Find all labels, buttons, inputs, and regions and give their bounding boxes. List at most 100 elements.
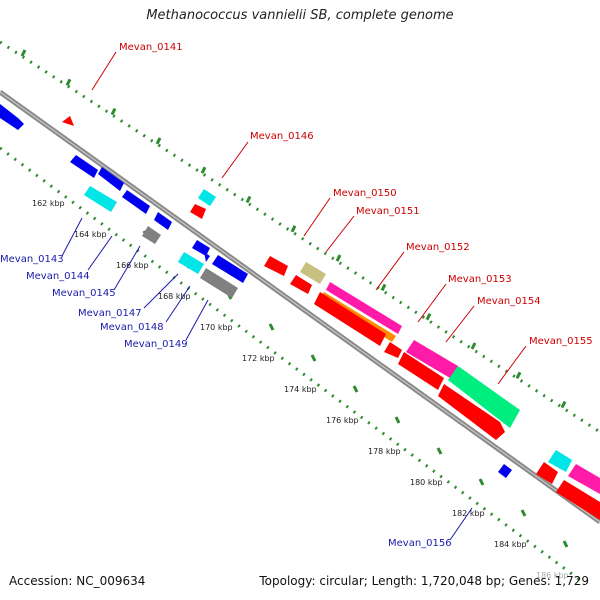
gene-arrow-right[interactable] xyxy=(556,480,600,520)
gene-label-mevan-0153[interactable]: Mevan_0153 xyxy=(448,274,512,285)
leader-mevan-0152 xyxy=(375,251,405,291)
gene-label-mevan-0155[interactable]: Mevan_0155 xyxy=(529,336,593,347)
leader-mevan-0144 xyxy=(87,235,113,271)
gene-label-mevan-0154[interactable]: Mevan_0154 xyxy=(477,296,541,307)
outer-ruler-tick xyxy=(380,283,387,292)
genome-backbone xyxy=(0,89,600,525)
ruler-tick-label: 174 kbp xyxy=(284,385,317,394)
outer-ruler-tick xyxy=(290,225,297,233)
gene-label-mevan-0148[interactable]: Mevan_0148 xyxy=(100,322,164,333)
leader-mevan-0156 xyxy=(449,507,473,541)
outer-ruler-tick xyxy=(470,342,477,350)
gene-label-mevan-0146[interactable]: Mevan_0146 xyxy=(250,131,314,142)
gene-box-cyan-mevan-0146[interactable] xyxy=(198,189,216,206)
gene-arrow-mevan-0150[interactable] xyxy=(264,256,288,276)
ruler-tick xyxy=(268,323,275,331)
leader-mevan-0154 xyxy=(445,305,475,343)
outer-ruler-tick xyxy=(65,78,72,86)
ruler-tick-label: 176 kbp xyxy=(326,416,359,425)
leader-mevan-0148 xyxy=(165,285,191,323)
ruler-tick-label: 186 kbp xyxy=(536,571,569,580)
accession-text: Accession: NC_009634 xyxy=(9,574,146,588)
outer-ruler-tick xyxy=(155,137,162,145)
ruler-tick-label: 168 kbp xyxy=(158,292,191,301)
ruler-tick xyxy=(310,354,317,362)
gene-arrow-reverse[interactable] xyxy=(154,212,172,230)
ruler-tick xyxy=(562,540,569,548)
leader-mevan-0145 xyxy=(113,245,141,291)
gene-labels: Mevan_0141 Mevan_0146 Mevan_0150 Mevan_0… xyxy=(0,42,593,549)
gene-arrow-reverse[interactable] xyxy=(212,255,248,283)
gene-box-khaki[interactable] xyxy=(300,262,326,284)
gene-label-mevan-0144[interactable]: Mevan_0144 xyxy=(26,271,90,282)
gene-box-magenta[interactable] xyxy=(326,282,402,334)
leader-mevan-0155 xyxy=(497,345,527,385)
gene-arrow-mevan-0151[interactable] xyxy=(290,275,312,294)
gene-label-mevan-0143[interactable]: Mevan_0143 xyxy=(0,254,64,265)
gene-arrow-reverse[interactable] xyxy=(70,155,98,178)
gene-label-mevan-0141[interactable]: Mevan_0141 xyxy=(119,42,183,53)
ruler-tick-label: 170 kbp xyxy=(200,323,233,332)
ruler-tick-label: 162 kbp xyxy=(32,199,65,208)
gene-box-cyan[interactable] xyxy=(84,186,117,212)
outer-ruler-tick xyxy=(560,400,567,409)
gene-label-mevan-0147[interactable]: Mevan_0147 xyxy=(78,308,142,319)
gene-arrow-mevan-0155[interactable] xyxy=(438,384,505,440)
gene-label-mevan-0151[interactable]: Mevan_0151 xyxy=(356,206,420,217)
gene-arrow-reverse[interactable] xyxy=(122,190,150,214)
ruler-tick xyxy=(436,447,443,455)
gene-arrow-reverse[interactable] xyxy=(98,167,124,191)
leader-mevan-0150 xyxy=(303,197,331,237)
gene-label-mevan-0149[interactable]: Mevan_0149 xyxy=(124,339,188,350)
ruler-tick-label: 178 kbp xyxy=(368,447,401,456)
ruler-tick xyxy=(478,478,485,486)
leader-mevan-0147 xyxy=(143,273,179,309)
gene-arrow-reverse[interactable] xyxy=(204,252,210,262)
gene-arrow-reverse[interactable] xyxy=(192,240,210,256)
gene-label-mevan-0156[interactable]: Mevan_0156 xyxy=(388,538,452,549)
gene-arrow-mevan-0141[interactable] xyxy=(62,116,74,126)
gene-label-mevan-0152[interactable]: Mevan_0152 xyxy=(406,242,470,253)
label-leader-lines xyxy=(61,51,527,541)
ruler-tick xyxy=(520,509,527,517)
map-title: Methanococcus vannielii SB, complete gen… xyxy=(146,8,454,23)
ruler-tick-label: 166 kbp xyxy=(116,261,149,270)
gene-label-mevan-0150[interactable]: Mevan_0150 xyxy=(333,188,397,199)
gene-box-magenta-right[interactable] xyxy=(568,464,600,494)
gene-box-gray[interactable] xyxy=(142,226,161,244)
leader-mevan-0146 xyxy=(221,141,249,179)
leader-mevan-0143 xyxy=(61,217,83,257)
gene-arrow-mevan-0153[interactable] xyxy=(384,342,402,358)
ruler-tick xyxy=(394,416,401,424)
gene-arrow-mevan-0156[interactable] xyxy=(498,464,512,478)
outer-ruler-tick xyxy=(335,254,342,262)
leader-mevan-0141 xyxy=(91,51,117,91)
ruler-tick-label: 172 kbp xyxy=(242,354,275,363)
outer-ruler-tick xyxy=(425,313,432,321)
leader-mevan-0151 xyxy=(325,215,355,253)
genome-stats-text: Topology: circular; Length: 1,720,048 bp… xyxy=(259,574,589,588)
gene-box-gray-mevan-0148[interactable] xyxy=(200,268,238,298)
ruler-tick-label: 180 kbp xyxy=(410,478,443,487)
ruler-tick xyxy=(352,385,359,393)
gene-arrow-reverse[interactable] xyxy=(0,104,24,130)
outer-ruler-tick xyxy=(200,166,207,174)
gene-box-green-mevan-0154[interactable] xyxy=(448,366,520,428)
gene-label-mevan-0145[interactable]: Mevan_0145 xyxy=(52,288,116,299)
gene-features xyxy=(0,104,600,520)
gene-box-cyan-right[interactable] xyxy=(548,450,572,472)
outer-ruler-tick xyxy=(245,195,252,204)
outer-ruler-tick xyxy=(110,107,117,116)
gene-arrow-mevan-0154[interactable] xyxy=(398,352,444,390)
leader-mevan-0149 xyxy=(185,299,209,341)
leader-mevan-0153 xyxy=(417,283,447,323)
gene-arrow-mevan-0152[interactable] xyxy=(314,292,386,346)
inner-ruler-dots xyxy=(0,146,581,582)
gene-box-cyan-mevan-0147[interactable] xyxy=(178,252,204,274)
gene-arrow-mevan-0146[interactable] xyxy=(190,204,206,219)
gene-box-magenta-mevan-0153[interactable] xyxy=(406,340,458,378)
gene-arrow-right[interactable] xyxy=(536,462,558,484)
ruler-tick-label: 164 kbp xyxy=(74,230,107,239)
ruler-tick-label: 184 kbp xyxy=(494,540,527,549)
